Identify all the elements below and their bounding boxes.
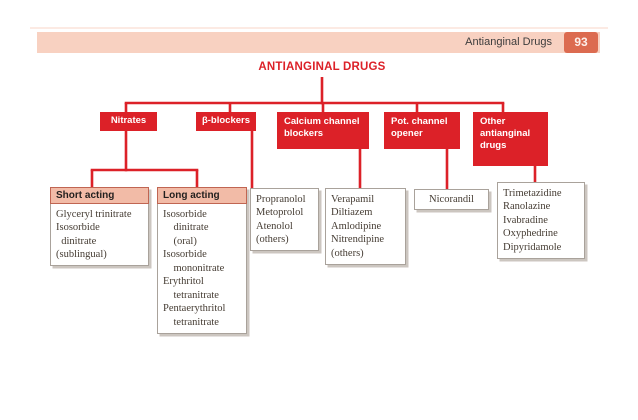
short-acting-header: Short acting bbox=[50, 187, 149, 204]
page-number-badge: 93 bbox=[564, 32, 598, 53]
long-acting-header: Long acting bbox=[157, 187, 247, 204]
long-acting-drug-list: Isosorbide dinitrate (oral)Isosorbide mo… bbox=[163, 208, 226, 328]
running-header-title: Antianginal Drugs bbox=[465, 36, 552, 48]
category-nitrates: Nitrates bbox=[100, 112, 157, 131]
diagram-title: ANTIANGINAL DRUGS bbox=[258, 61, 386, 73]
potassium-channel-opener-drug-list: Nicorandil bbox=[429, 193, 474, 205]
category-potassium-channel-opener: Pot. channel opener bbox=[384, 112, 460, 149]
top-edge-rule bbox=[30, 27, 608, 29]
running-header-bar: Antianginal Drugs bbox=[37, 32, 600, 53]
long-acting-box: Long acting Isosorbide dinitrate (oral)I… bbox=[157, 187, 247, 334]
category-other-antianginal-drugs: Other antianginal drugs bbox=[473, 112, 548, 166]
category-beta-blockers: β-blockers bbox=[196, 112, 256, 131]
potassium-channel-opener-drugs-box: Nicorandil bbox=[414, 189, 489, 210]
category-calcium-channel-blockers: Calcium channel blockers bbox=[277, 112, 369, 149]
